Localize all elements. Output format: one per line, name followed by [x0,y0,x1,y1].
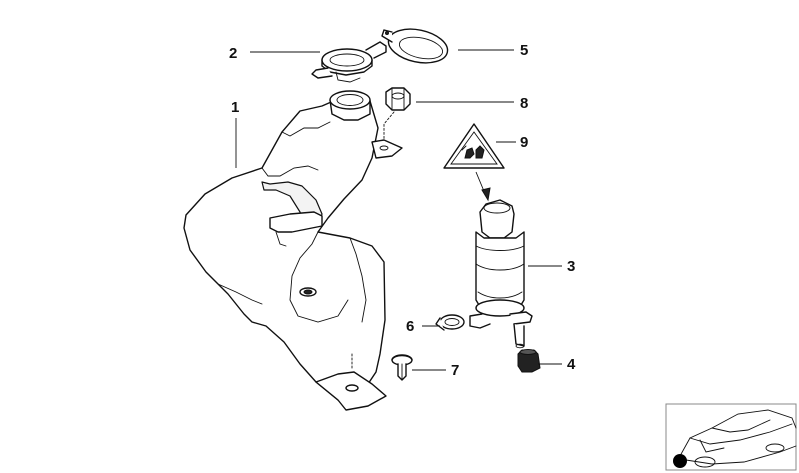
callout-6: 6 [406,318,414,335]
hex-nut-part[interactable] [385,87,411,111]
filler-cap-part[interactable] [311,41,387,83]
push-rivet-part[interactable] [391,354,413,381]
hose-clamp-part[interactable] [435,314,465,331]
callout-5: 5 [520,42,528,59]
callout-9: 9 [520,134,528,151]
callout-4: 4 [567,356,576,373]
callout-3: 3 [567,258,575,275]
car-location-thumbnail[interactable] [665,403,797,471]
washer-pump-part[interactable] [469,199,533,349]
callout-8: 8 [520,95,528,112]
callout-2: 2 [229,45,237,62]
callout-7: 7 [451,362,459,379]
grommet-part[interactable] [517,349,541,373]
seal-flap-part[interactable] [381,24,451,68]
callout-labels: 1 2 5 8 9 3 4 6 7 [229,42,576,379]
washer-reservoir-part[interactable] [183,90,403,411]
triangle-warning-icon[interactable] [443,123,505,202]
location-marker-icon [673,454,687,468]
callout-1: 1 [231,99,239,116]
leader-lines [235,49,562,371]
